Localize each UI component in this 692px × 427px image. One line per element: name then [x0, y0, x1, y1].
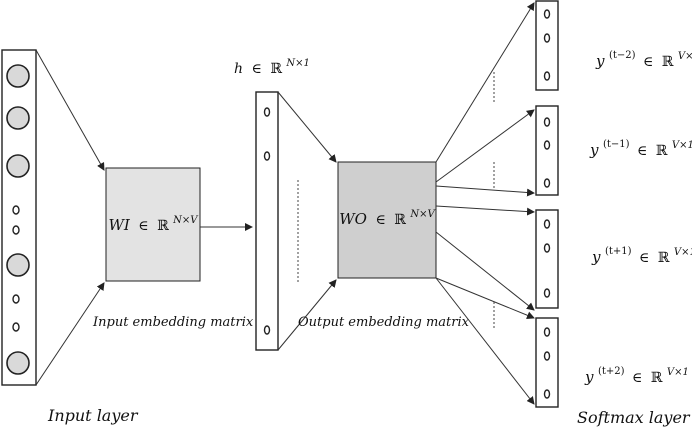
- output-neuron: [543, 140, 551, 150]
- hidden-dims: N×1: [285, 58, 310, 69]
- output-label: y (t−1) ∈ ℝ V×1: [589, 135, 692, 159]
- output-neuron: [543, 9, 551, 19]
- wo-to-output-arrow: [435, 185, 535, 197]
- wi-dims: N×V: [172, 215, 199, 226]
- hidden-to-wo-arrow: [277, 91, 337, 163]
- output-neuron: [543, 33, 551, 43]
- reals-symbol: ℝ: [270, 61, 282, 77]
- hidden-neuron: [263, 107, 271, 117]
- input-embedding-label: Input embedding matrix: [92, 315, 254, 330]
- reals-symbol: ℝ: [157, 218, 169, 234]
- element-of-symbol: ∈: [251, 61, 261, 77]
- hidden-to-wo-arrow: [277, 279, 337, 351]
- output-label: y (t+2) ∈ ℝ V×1: [584, 362, 689, 386]
- wi-matrix-label: WI ∈ ℝ N×V: [108, 215, 199, 234]
- output-neuron: [543, 243, 551, 253]
- input-neuron: [6, 351, 30, 375]
- wo-to-output-arrow: [435, 109, 535, 183]
- wo-symbol: WO: [339, 210, 367, 228]
- input-small-neuron: [12, 294, 20, 304]
- output-vector: [535, 0, 559, 91]
- wo-to-output-arrow: [435, 205, 535, 216]
- wo-to-output-arrow: [435, 2, 535, 163]
- output-embedding-label: Output embedding matrix: [298, 315, 470, 330]
- reals-symbol: ℝ: [394, 212, 406, 228]
- output-vector: [535, 317, 559, 408]
- output-label: y (t−2) ∈ ℝ V×1: [595, 46, 692, 70]
- output-neuron: [543, 219, 551, 229]
- output-vector: [535, 209, 559, 309]
- wo-matrix-box: [337, 161, 437, 279]
- hidden-label: h ∈ ℝ N×1: [234, 58, 310, 77]
- input-neuron: [6, 154, 30, 178]
- wi-symbol: WI: [108, 216, 130, 234]
- input-neuron: [6, 64, 30, 88]
- output-neuron: [543, 71, 551, 81]
- input-small-neuron: [12, 322, 20, 332]
- wo-to-output-arrow: [435, 277, 535, 405]
- input-layer-label: Input layer: [47, 406, 139, 425]
- wo-matrix-label: WO ∈ ℝ N×V: [339, 209, 436, 228]
- input-layer: [1, 49, 37, 386]
- hidden-symbol: h: [234, 61, 243, 77]
- element-of-symbol: ∈: [375, 212, 385, 228]
- input-small-neuron: [12, 205, 20, 215]
- input-to-wi-arrow: [35, 49, 105, 171]
- wo-to-output-arrow: [435, 231, 535, 311]
- input-layer-frame: [1, 49, 37, 386]
- output-label: y (t+1) ∈ ℝ V×1: [591, 242, 692, 266]
- input-small-neuron: [12, 225, 20, 235]
- hidden-neuron: [263, 151, 271, 161]
- wo-to-output-arrow: [435, 277, 535, 320]
- output-neuron: [543, 178, 551, 188]
- softmax-layer-label: Softmax layer: [577, 408, 691, 427]
- output-neuron: [543, 117, 551, 127]
- input-neuron: [6, 106, 30, 130]
- hidden-layer-box: [255, 91, 279, 351]
- element-of-symbol: ∈: [138, 218, 148, 234]
- wo-dims: N×V: [409, 209, 436, 220]
- output-neuron: [543, 351, 551, 361]
- input-neuron: [6, 253, 30, 277]
- output-neuron: [543, 288, 551, 298]
- hidden-neuron: [263, 325, 271, 335]
- output-vector: [535, 105, 559, 196]
- wi-matrix-box: [105, 167, 201, 282]
- output-neuron: [543, 389, 551, 399]
- input-to-wi-arrow: [35, 282, 105, 386]
- output-neuron: [543, 327, 551, 337]
